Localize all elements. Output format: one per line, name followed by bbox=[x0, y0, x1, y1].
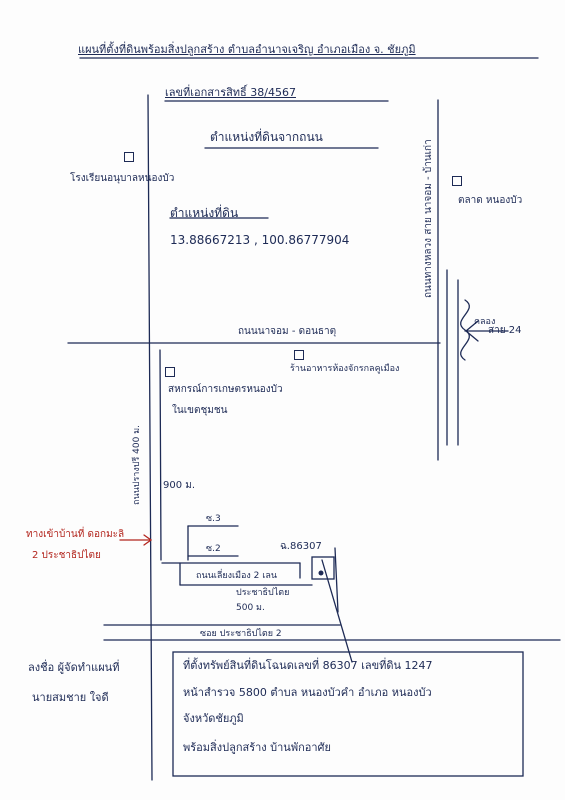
road-vertical-left-line bbox=[147, 94, 153, 781]
parcel-rect bbox=[311, 556, 335, 580]
road-horizontal-label: ถนนนาจอม - ดอนธาตุ bbox=[238, 326, 337, 337]
description-box bbox=[172, 651, 524, 777]
road-vertical-left-inner bbox=[159, 349, 162, 561]
coords-label: ตำแหน่งที่ดิน bbox=[170, 206, 239, 220]
signature-line2: นายสมชาย ใจดี bbox=[32, 691, 109, 704]
header-line-2: เลขที่เอกสารสิทธิ์ 38/4567 bbox=[165, 86, 296, 99]
description-line2: หน้าสำรวจ 5800 ตำบล หนองบัวคำ อำเภอ หนอง… bbox=[183, 686, 432, 699]
plot-road-c-label: ถนนเลี่ยงเมือง 2 เลน bbox=[196, 571, 278, 581]
road-vertical-right-label: ถนนทางหลวง สาย นาจอม - บ้านเก่า bbox=[423, 139, 434, 298]
left-annotation-arrowhead bbox=[143, 534, 153, 546]
road-vertical-left-label: ถนนปรางปรี 400 ม. bbox=[132, 425, 142, 505]
river-label: คลอง bbox=[474, 317, 496, 327]
plot-right-road bbox=[334, 547, 339, 613]
entry-annotation-line1: ทางเข้าบ้านที่ ดอกมะลิ bbox=[26, 529, 125, 540]
location-title: ตำแหน่งที่ดินจากถนน bbox=[210, 130, 323, 144]
pointer-line bbox=[321, 559, 353, 663]
description-line3: จังหวัดชัยภูมิ bbox=[183, 712, 244, 725]
signature-line1: ลงชื่อ ผู้จัดทำแผนที่ bbox=[28, 661, 120, 674]
landmark-coop-line2: ในเขตชุมชน bbox=[172, 405, 228, 416]
landmark-coop-line1: สหกรณ์การเกษตรหนองบัว bbox=[168, 384, 283, 395]
description-line1: ที่ตั้งทรัพย์สินที่ดินโฉนดเลขที่ 86307 เ… bbox=[183, 659, 433, 672]
plot-road-b-label: ซ.2 bbox=[206, 544, 221, 554]
landmark-marker-coop bbox=[165, 367, 175, 377]
header-line-1: แผนที่ตั้งที่ดินพร้อมสิ่งปลูกสร้าง ตำบลอ… bbox=[78, 43, 416, 56]
landmark-market-label: ตลาด หนองบัว bbox=[458, 195, 523, 206]
road-right-arrow-label: สาย 24 bbox=[488, 325, 522, 336]
landmark-marker-market bbox=[452, 176, 462, 186]
landmark-marker-center bbox=[294, 350, 304, 360]
river-path bbox=[460, 299, 470, 361]
soi-label: ซอย ประชาธิปไตย 2 bbox=[200, 629, 282, 639]
parcel-marker-dot bbox=[318, 570, 324, 576]
description-line4: พร้อมสิ่งปลูกสร้าง บ้านพักอาศัย bbox=[183, 741, 331, 754]
parcel-number: ฉ.86307 bbox=[280, 541, 322, 552]
entry-annotation-line2: 2 ประชาธิปไตย bbox=[32, 550, 101, 561]
landmark-center-label: ร้านอาหารห้องจักรกลคูเมือง bbox=[290, 364, 400, 374]
plot-road-d-label: ประชาธิปไตย bbox=[236, 588, 290, 598]
landmark-school-label: โรงเรียนอนุบาลหนองบัว bbox=[70, 173, 175, 184]
coords-value: 13.88667213 , 100.86777904 bbox=[170, 233, 350, 247]
right-arrow-head bbox=[464, 320, 479, 342]
distance-left-road: 900 ม. bbox=[163, 480, 196, 491]
distance-bottom: 500 ม. bbox=[236, 603, 265, 613]
plot-road-a-label: ซ.3 bbox=[206, 514, 221, 524]
landmark-marker-school bbox=[124, 152, 134, 162]
